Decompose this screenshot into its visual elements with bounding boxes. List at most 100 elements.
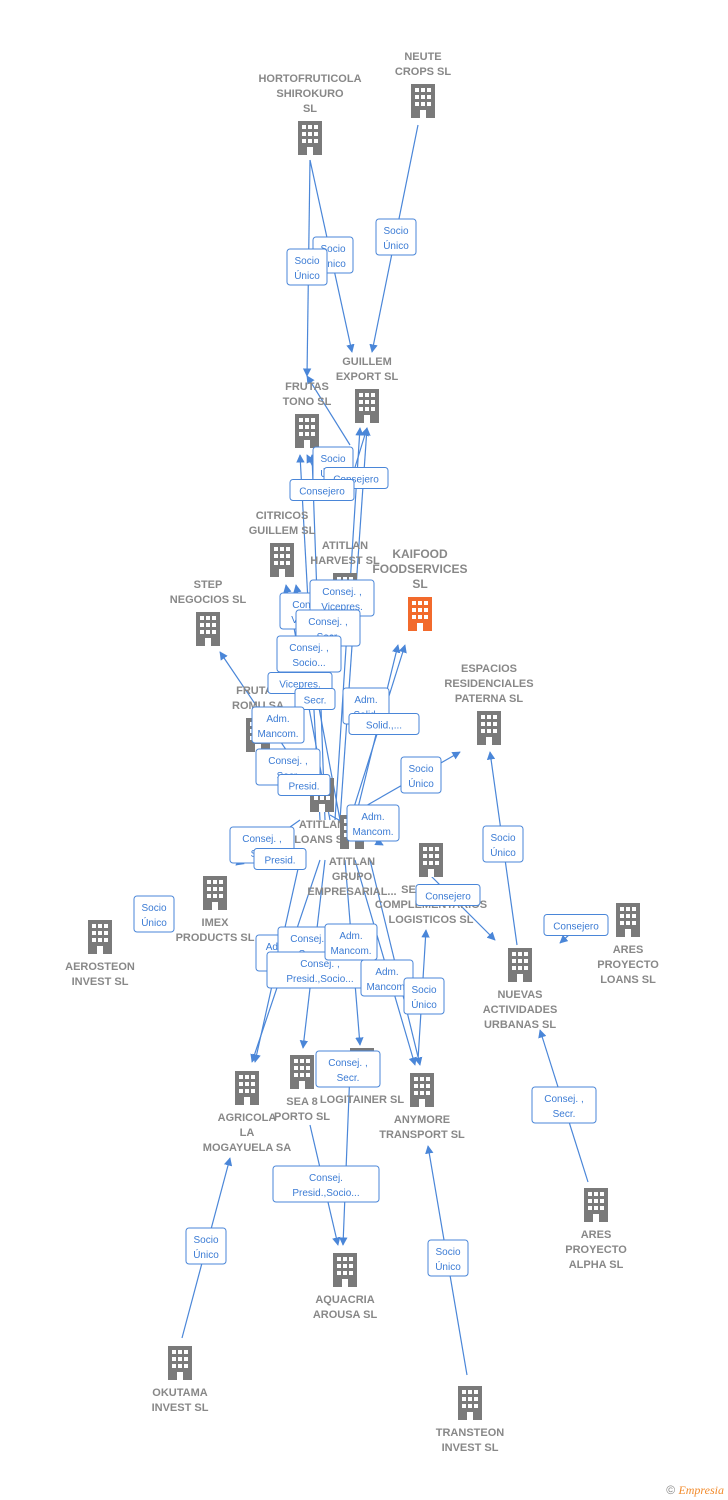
role-label-text: Adm. xyxy=(354,695,377,706)
company-name-line: PRODUCTS SL xyxy=(176,932,255,944)
company-node-agricola[interactable]: AGRICOLA LA MOGAYUELA SA xyxy=(203,1071,291,1154)
role-label[interactable]: Presid. xyxy=(253,848,307,870)
role-label[interactable]: Adm.Mancom. xyxy=(346,804,400,842)
role-label-text: Consej. , xyxy=(328,1058,367,1069)
role-label[interactable]: Presid. xyxy=(277,774,331,796)
building-icon xyxy=(295,414,319,448)
role-label-box xyxy=(133,895,175,933)
role-label-box xyxy=(277,774,331,796)
role-label-text: Socio xyxy=(320,244,345,255)
building-icon xyxy=(203,876,227,910)
building-icon xyxy=(290,1055,314,1089)
building-icon xyxy=(270,543,294,577)
empresia-logo[interactable]: Empresia xyxy=(678,1483,724,1497)
role-label[interactable]: Consej. ,Secr. xyxy=(531,1086,597,1124)
role-label-text: Mancom. xyxy=(330,946,371,957)
company-node-imex[interactable]: IMEX PRODUCTS SL xyxy=(176,876,255,944)
company-node-logitainer[interactable]: LOGITAINER SL xyxy=(320,1048,404,1106)
role-label-text: Socio xyxy=(141,903,166,914)
role-label[interactable]: Solid.,... xyxy=(348,713,420,735)
role-label-text: Único xyxy=(141,916,167,929)
company-name-line: GRUPO xyxy=(332,871,373,883)
company-name-line: SHIROKURO xyxy=(276,88,344,100)
role-label-text: Socio xyxy=(320,454,345,465)
company-name-line: MOGAYUELA SA xyxy=(203,1142,291,1154)
role-label-text: Único xyxy=(411,998,437,1011)
role-label-text: Vicepres. xyxy=(279,680,321,691)
role-label-text: Adm. xyxy=(361,812,384,823)
building-icon xyxy=(477,711,501,745)
role-label[interactable]: Consejero xyxy=(415,884,481,906)
role-label-box xyxy=(348,713,420,735)
company-node-transteon[interactable]: TRANSTEON INVEST SL xyxy=(436,1386,505,1454)
role-label-box xyxy=(346,804,400,842)
building-icon xyxy=(508,948,532,982)
role-label-box xyxy=(286,248,328,286)
company-name-line: LOGITAINER SL xyxy=(320,1094,404,1106)
role-label-text: Socio... xyxy=(292,658,325,669)
role-label[interactable]: Adm.Mancom. xyxy=(324,923,378,961)
company-name-line: AGRICOLA xyxy=(218,1112,277,1124)
role-label[interactable]: Secr. xyxy=(294,688,336,710)
role-label[interactable]: Consejero xyxy=(543,914,609,936)
building-icon xyxy=(410,1073,434,1107)
company-name-line: CROPS SL xyxy=(395,66,452,78)
company-name-line: IMEX xyxy=(202,917,230,929)
role-label-text: Secr. xyxy=(553,1109,576,1120)
role-label[interactable]: Consejero xyxy=(289,479,355,501)
company-name-line: ATITLAN xyxy=(322,540,368,552)
role-label-box xyxy=(289,479,355,501)
role-label[interactable]: Adm.Mancom. xyxy=(251,706,305,744)
role-label-text: Secr. xyxy=(337,1073,360,1084)
role-label-text: Consej. , xyxy=(242,834,281,845)
role-label-text: Solid.,... xyxy=(366,721,402,732)
role-label[interactable]: Consej.Presid.,Socio... xyxy=(272,1165,380,1203)
role-label-box xyxy=(427,1239,469,1277)
role-label[interactable]: Consej. ,Socio... xyxy=(276,635,342,673)
role-label-text: Único xyxy=(193,1248,219,1261)
company-name-line: PORTO SL xyxy=(274,1111,330,1123)
company-name-line: ALPHA SL xyxy=(569,1259,624,1271)
role-label-text: Presid.,Socio... xyxy=(292,1188,359,1199)
company-name-line: FRUTAS xyxy=(285,381,329,393)
role-label-text: Vicepres. xyxy=(321,602,363,613)
role-label-box xyxy=(543,914,609,936)
company-name-line: LA xyxy=(240,1127,255,1139)
role-label-text: Socio xyxy=(294,256,319,267)
role-label[interactable]: Consej. , Secr. xyxy=(315,1050,381,1088)
footer: © Empresia xyxy=(666,1483,724,1498)
company-name-line: INVEST SL xyxy=(442,1442,499,1454)
building-icon xyxy=(411,84,435,118)
company-node-atitlangrupo[interactable]: ATITLANGRUPOEMPRESARIAL... xyxy=(307,815,397,898)
company-name-line: SL xyxy=(412,577,427,591)
company-name-line: TRANSTEON xyxy=(436,1427,505,1439)
company-name-line: NUEVAS xyxy=(497,989,542,1001)
role-label-text: Socio xyxy=(435,1247,460,1258)
